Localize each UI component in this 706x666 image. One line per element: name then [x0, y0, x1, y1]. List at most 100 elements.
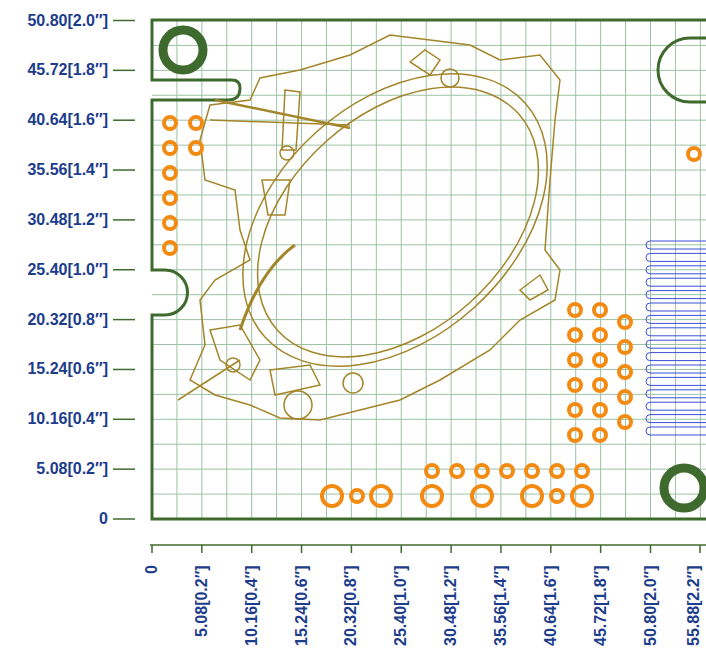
tick — [500, 545, 502, 553]
pad — [594, 354, 606, 366]
finger — [646, 291, 706, 299]
mechanical-part — [178, 15, 604, 425]
finger — [646, 427, 706, 435]
x-axis — [150, 544, 706, 546]
tick — [113, 269, 135, 271]
axis-label: 0 — [99, 510, 108, 528]
tick — [401, 545, 403, 553]
finger — [646, 402, 706, 410]
pads — [164, 117, 700, 506]
grid-line — [152, 145, 706, 146]
finger — [646, 278, 706, 286]
finger — [646, 328, 706, 336]
pad — [619, 416, 631, 428]
pad — [164, 242, 176, 254]
finger — [646, 266, 706, 274]
tick — [301, 545, 303, 553]
finger — [646, 340, 706, 348]
pad — [426, 465, 438, 477]
tick — [201, 545, 203, 553]
tick — [151, 545, 153, 553]
pad — [576, 465, 588, 477]
board-outline — [152, 20, 706, 519]
pad — [422, 486, 442, 506]
pad — [551, 465, 563, 477]
pad — [164, 192, 176, 204]
axis-label: 10.16[0.4″] — [243, 565, 261, 646]
axis-label: 35.56[1.4″] — [492, 565, 510, 646]
axes — [113, 21, 706, 554]
grid-line — [152, 45, 706, 46]
pad — [351, 490, 363, 502]
pad — [569, 329, 581, 341]
tick — [113, 369, 135, 371]
pad — [190, 142, 202, 154]
mounting-hole — [664, 468, 704, 508]
tick — [113, 319, 135, 321]
tick — [113, 70, 135, 72]
pad — [594, 304, 606, 316]
pad — [594, 429, 606, 441]
finger — [646, 315, 706, 323]
axis-label: 45.72[1.8″] — [27, 61, 108, 79]
grid-line — [152, 219, 706, 220]
finger — [646, 365, 706, 373]
finger — [646, 415, 706, 423]
grid-line — [152, 344, 706, 345]
finger — [646, 390, 706, 398]
grid-line — [152, 469, 706, 470]
pad — [619, 366, 631, 378]
finger — [646, 377, 706, 385]
tick — [550, 545, 552, 553]
tick — [113, 119, 135, 121]
pad — [569, 354, 581, 366]
pad — [619, 341, 631, 353]
pad — [569, 404, 581, 416]
axis-label: 40.64[1.6″] — [542, 565, 560, 646]
pad — [619, 316, 631, 328]
axis-label: 15.24[0.6″] — [27, 360, 108, 378]
grid-line — [152, 70, 706, 71]
axis-label: 20.32[0.8″] — [342, 565, 360, 646]
grid-line — [152, 394, 706, 395]
tick — [113, 169, 135, 171]
finger — [646, 353, 706, 361]
axis-label: 25.40[1.0″] — [27, 261, 108, 279]
edge-fingers — [646, 241, 706, 435]
grid-line — [152, 319, 706, 320]
tick — [113, 20, 135, 22]
grid-line — [152, 269, 706, 270]
pad — [551, 490, 563, 502]
axis-label: 5.08[0.2″] — [36, 460, 108, 478]
pad — [569, 304, 581, 316]
tick — [251, 545, 253, 553]
finger — [646, 303, 706, 311]
tick — [113, 419, 135, 421]
pad — [501, 465, 513, 477]
axis-label: 45.72[1.8″] — [592, 565, 610, 646]
tick — [600, 545, 602, 553]
finger — [646, 241, 706, 249]
pad — [569, 429, 581, 441]
grid-line — [152, 244, 706, 245]
tick — [351, 545, 353, 553]
grid-line — [152, 444, 706, 445]
tick — [450, 545, 452, 553]
axis-label: 30.48[1.2″] — [27, 211, 108, 229]
axis-label: 30.48[1.2″] — [442, 565, 460, 646]
axis-label: 10.16[0.4″] — [27, 410, 108, 428]
grid-line — [152, 170, 706, 171]
pad — [164, 217, 176, 229]
pad — [371, 486, 391, 506]
pad — [526, 465, 538, 477]
grid — [152, 20, 706, 519]
tick — [113, 468, 135, 470]
axis-label: 35.56[1.4″] — [27, 161, 108, 179]
axis-label: 50.80[2.0″] — [27, 12, 108, 30]
axis-label: 55.88[2.2″] — [685, 565, 703, 646]
pad — [688, 148, 700, 160]
axis-label: 50.80[2.0″] — [642, 565, 660, 646]
grid-line — [152, 294, 706, 295]
tick — [699, 545, 701, 553]
